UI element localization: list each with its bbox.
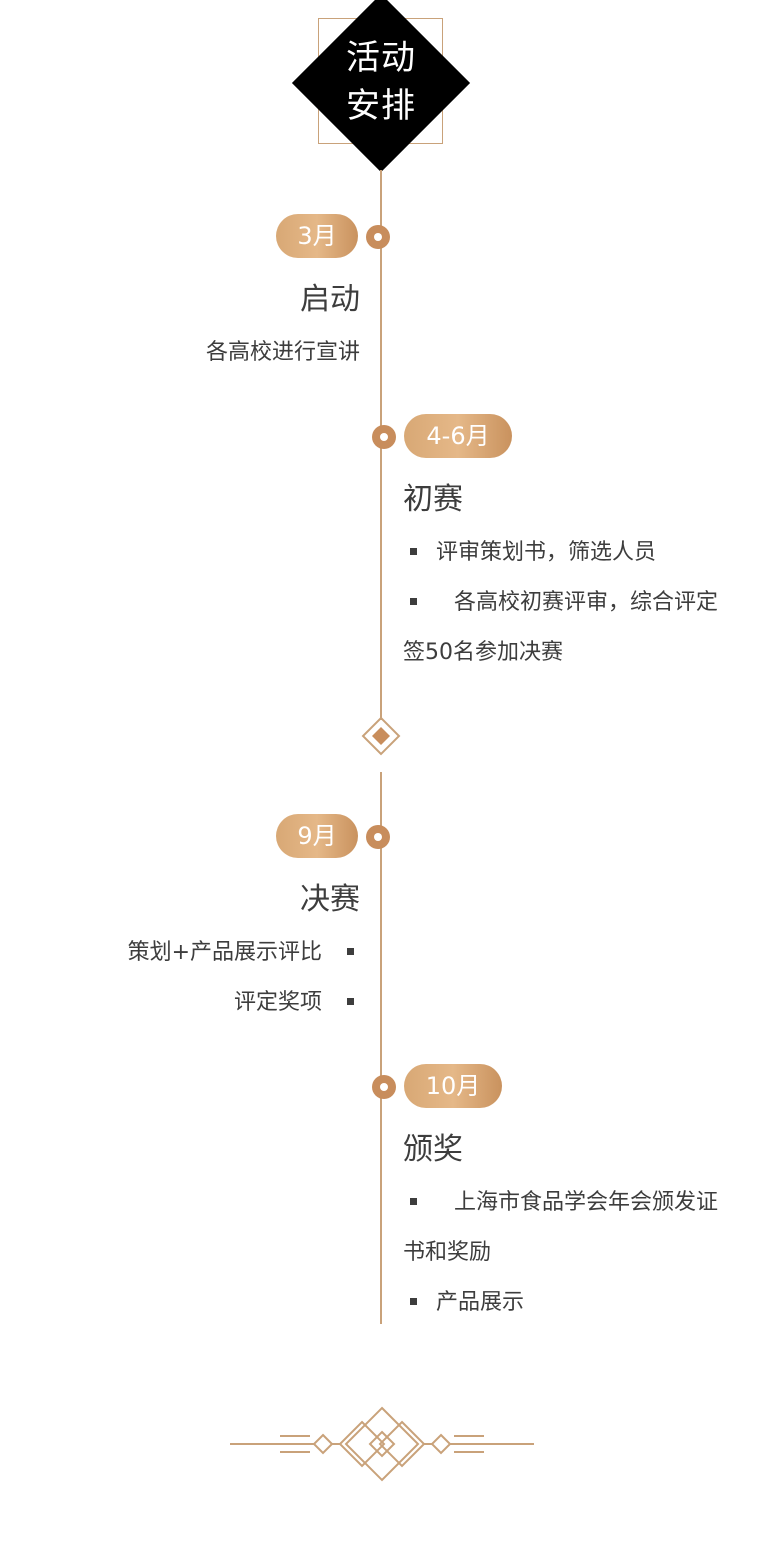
month-badge-october: 10月 [404, 1064, 502, 1108]
section-title-line2: 安排 [346, 86, 416, 126]
stage-item: 各高校进行宣讲 [205, 340, 360, 365]
timeline-line-lower [380, 772, 382, 1324]
stage-item-text: 评审策划书，筛选人员 [436, 540, 657, 565]
stage-item-text: 上海市食品学会年会颁发证 [454, 1190, 719, 1215]
stage-item-text: 各高校初赛评审，综合评定 [454, 590, 719, 615]
diamond-separator-icon [361, 716, 401, 756]
bullet-icon [410, 548, 417, 555]
stage-title-launch: 启动 [300, 282, 360, 317]
bullet-icon [410, 598, 417, 605]
stage-item: 评定奖项 [60, 988, 354, 1018]
stage-item: 各高校初赛评审，综合评定 [410, 588, 718, 618]
month-badge-september: 9月 [276, 814, 358, 858]
stage-item-continued: 书和奖励 [403, 1240, 492, 1265]
bullet-icon [410, 1198, 417, 1205]
timeline-dot [366, 825, 390, 849]
footer-ornament-icon [230, 1406, 534, 1482]
stage-item-text: 产品展示 [436, 1290, 525, 1315]
stage-title-award: 颁奖 [403, 1132, 463, 1167]
section-title-line1: 活动 [346, 38, 416, 78]
stage-item: 评审策划书，筛选人员 [410, 538, 656, 568]
stage-item-text: 策划+产品展示评比 [127, 940, 322, 965]
stage-title-preliminary: 初赛 [403, 482, 463, 517]
timeline-dot [366, 225, 390, 249]
bullet-icon [410, 1298, 417, 1305]
timeline-dot [372, 1075, 396, 1099]
stage-title-final: 决赛 [300, 882, 360, 917]
stage-item-continued: 签50名参加决赛 [403, 640, 563, 665]
bullet-icon [347, 948, 354, 955]
month-badge-march: 3月 [276, 214, 358, 258]
bullet-icon [347, 998, 354, 1005]
stage-item: 策划+产品展示评比 [60, 938, 354, 968]
timeline-dot [372, 425, 396, 449]
month-badge-april-june: 4-6月 [404, 414, 512, 458]
stage-item: 产品展示 [410, 1288, 524, 1318]
stage-item-text: 评定奖项 [233, 990, 322, 1015]
section-title: 活动 安排 [318, 34, 444, 130]
stage-item: 上海市食品学会年会颁发证 [410, 1188, 718, 1218]
